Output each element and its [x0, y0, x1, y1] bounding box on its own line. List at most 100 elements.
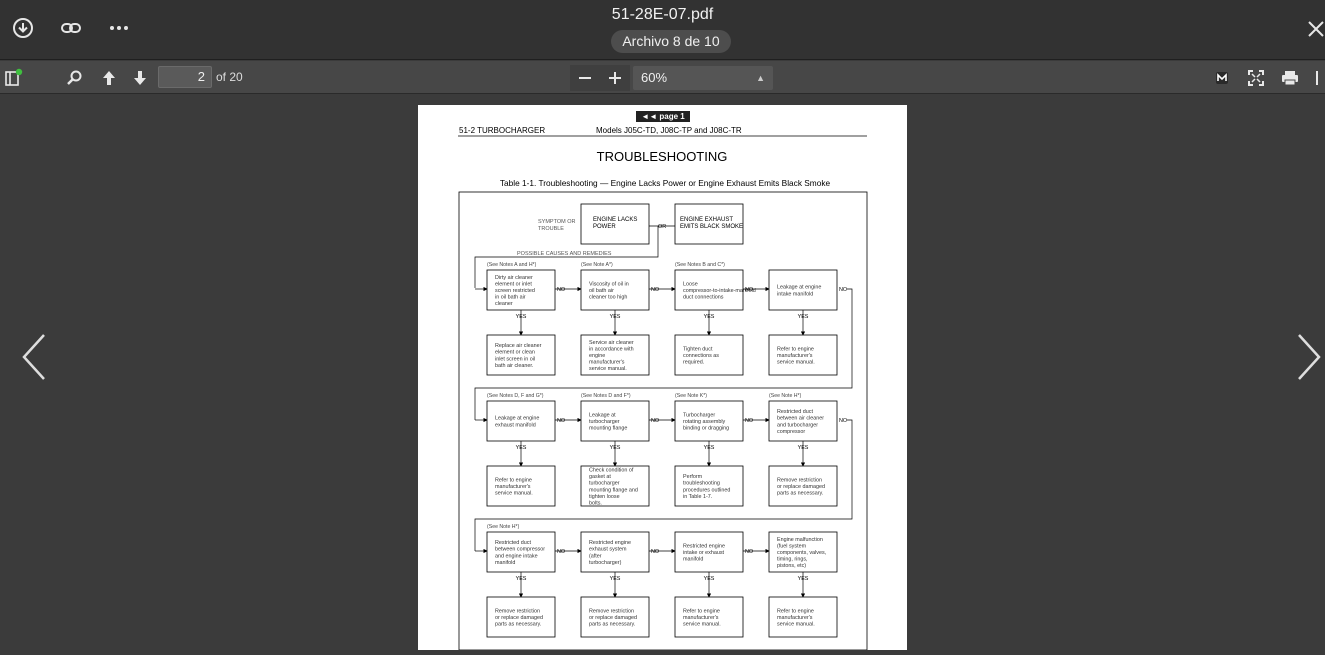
note-label: (See Note H*): [487, 524, 520, 530]
close-icon[interactable]: [1305, 15, 1325, 41]
no-label: NO: [839, 418, 847, 424]
cause-box: [486, 531, 556, 573]
print-icon[interactable]: [1279, 67, 1301, 89]
zoom-in-icon[interactable]: [604, 67, 626, 89]
remedy-box: [674, 465, 744, 507]
svg-text:ENGINE EXHAUST: ENGINE EXHAUST: [680, 217, 733, 223]
yes-label: YES: [516, 445, 527, 451]
zoom-select[interactable]: 60% ▲▼: [633, 66, 773, 107]
yes-label: YES: [798, 314, 809, 320]
cause-box: [580, 400, 650, 442]
previous-page-icon[interactable]: [98, 67, 120, 89]
search-icon[interactable]: [64, 67, 86, 89]
troubleshooting-flowchart: 51-2 TURBOCHARGER Models J05C-TD, J08C-T…: [458, 126, 868, 651]
pdf-page: 51-2 TURBOCHARGER Models J05C-TD, J08C-T…: [418, 105, 907, 651]
no-label: NO: [651, 287, 659, 293]
note-label: (See Note K*): [675, 393, 707, 399]
yes-label: YES: [610, 314, 621, 320]
no-label: NO: [557, 418, 565, 424]
note-label: (See Notes A and H*): [487, 262, 537, 268]
page-tag: ◄◄ page 1: [636, 111, 690, 122]
no-label: NO: [651, 418, 659, 424]
link-icon[interactable]: [58, 15, 84, 41]
previous-file-arrow-icon[interactable]: [20, 327, 50, 387]
cause-box: [580, 531, 650, 573]
symptom-box-a: [580, 203, 650, 245]
note-label: (See Notes D and F*): [581, 393, 631, 399]
symptom-label: SYMPTOM OR: [538, 219, 576, 225]
fullscreen-icon[interactable]: [1245, 67, 1267, 89]
yes-label: YES: [704, 314, 715, 320]
note-label: (See Note A*): [581, 262, 613, 268]
no-label: NO: [745, 287, 753, 293]
note-label: (See Note H*): [769, 393, 802, 399]
page-number-input[interactable]: 2: [158, 66, 212, 88]
symptom-box-b: [674, 203, 744, 245]
title-bar: 51-28E-07.pdf Archivo 8 de 10: [0, 0, 1325, 60]
cause-box: [486, 400, 556, 442]
file-title: 51-28E-07.pdf: [611, 6, 714, 23]
yes-label: YES: [516, 314, 527, 320]
yes-label: YES: [704, 576, 715, 582]
svg-text:ENGINE LACKS: ENGINE LACKS: [593, 217, 637, 223]
cause-box: [768, 269, 838, 311]
remedy-box: [580, 465, 650, 507]
no-label: NO: [557, 287, 565, 293]
pdf-toolbar: 2 of 20 60% ▲▼: [0, 61, 1325, 107]
no-label: NO: [745, 418, 753, 424]
document-viewer[interactable]: 51-2 TURBOCHARGER Models J05C-TD, J08C-T…: [0, 95, 1325, 651]
more-options-icon[interactable]: [106, 15, 132, 41]
zoom-value: 60%: [641, 70, 668, 85]
download-icon[interactable]: [10, 15, 36, 41]
cause-box: [580, 269, 650, 311]
sidebar-toggle-icon[interactable]: [2, 67, 24, 89]
file-counter: Archivo 8 de 10: [611, 30, 731, 53]
cause-box: [768, 531, 838, 573]
remedy-box: [768, 334, 838, 376]
svg-text:POWER: POWER: [593, 224, 616, 230]
no-label: NO: [839, 287, 847, 293]
remedy-box: [486, 465, 556, 507]
page-header-left: 51-2 TURBOCHARGER: [459, 126, 545, 135]
yes-label: YES: [516, 576, 527, 582]
remedy-box: [768, 465, 838, 507]
yes-label: YES: [704, 445, 715, 451]
no-label: NO: [745, 549, 753, 555]
remedy-box: [674, 334, 744, 376]
no-label: NO: [557, 549, 565, 555]
note-label: (See Notes D, F and G*): [487, 393, 544, 399]
next-file-arrow-icon[interactable]: [1293, 327, 1323, 387]
remedy-box: [580, 596, 650, 638]
or-label: OR: [658, 224, 666, 230]
svg-text:EMITS BLACK SMOKE: EMITS BLACK SMOKE: [680, 224, 743, 230]
yes-label: YES: [798, 576, 809, 582]
next-page-icon[interactable]: [129, 67, 151, 89]
causes-label: POSSIBLE CAUSES AND REMEDIES: [517, 251, 612, 257]
note-label: (See Notes B and C*): [675, 262, 725, 268]
table-caption: Table 1-1. Troubleshooting — Engine Lack…: [500, 178, 831, 188]
zoom-out-icon[interactable]: [574, 67, 596, 89]
tools-icon[interactable]: [1309, 67, 1325, 89]
cause-box: [674, 400, 744, 442]
yes-label: YES: [610, 445, 621, 451]
extension-icon[interactable]: [1211, 67, 1233, 89]
